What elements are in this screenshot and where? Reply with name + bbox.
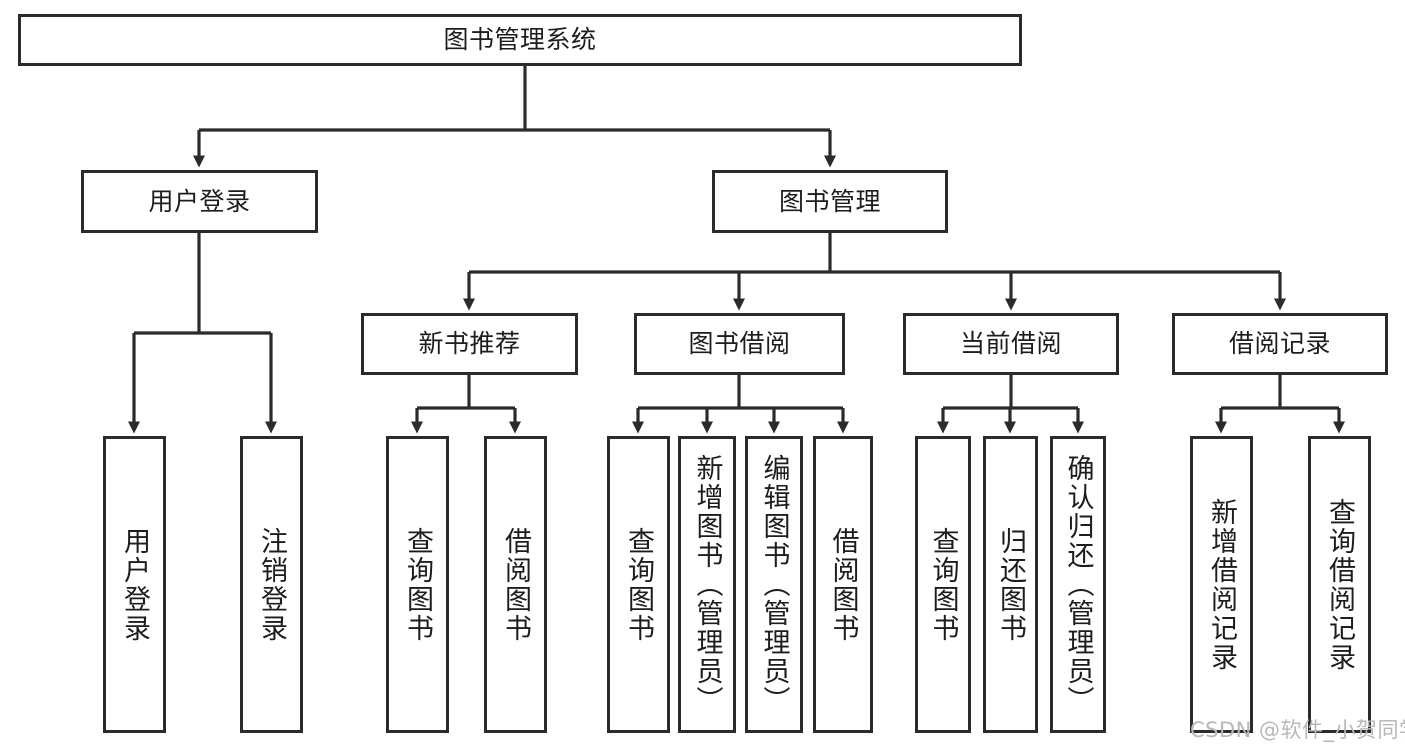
leaf-label: 新增借阅记录 — [1206, 497, 1237, 672]
leaf-node[interactable]: 查询图书 — [386, 436, 449, 733]
leaf-node[interactable]: 借阅图书 — [484, 436, 547, 733]
leaf-node[interactable]: 新增图书（管理员） — [678, 436, 736, 733]
leaf-label: 查询图书 — [927, 526, 959, 643]
leaf-label: 新增图书（管理员） — [691, 454, 723, 715]
leaf-label: 归还图书 — [995, 526, 1026, 643]
level2-label: 图书借阅 — [688, 329, 791, 359]
leaf-label: 确认归还（管理员） — [1062, 454, 1094, 715]
leaf-node[interactable]: 查询图书 — [607, 436, 670, 733]
level2-node[interactable]: 当前借阅 — [903, 313, 1119, 375]
level1-node[interactable]: 用户登录 — [81, 170, 318, 233]
level1-node[interactable]: 图书管理 — [712, 170, 948, 233]
level2-node[interactable]: 新书推荐 — [361, 313, 578, 375]
level1-label: 用户登录 — [148, 186, 251, 216]
leaf-node[interactable]: 新增借阅记录 — [1190, 436, 1253, 733]
leaf-node[interactable]: 注销登录 — [240, 436, 303, 733]
root-node[interactable]: 图书管理系统 — [18, 14, 1022, 66]
level1-label: 图书管理 — [778, 186, 881, 216]
leaf-node[interactable]: 借阅图书 — [813, 436, 873, 733]
level2-node[interactable]: 借阅记录 — [1172, 313, 1388, 375]
leaf-label: 查询图书 — [402, 526, 433, 643]
leaf-node[interactable]: 确认归还（管理员） — [1050, 436, 1106, 733]
leaf-label: 借阅图书 — [500, 526, 531, 643]
level2-label: 新书推荐 — [418, 329, 521, 359]
leaf-label: 用户登录 — [119, 526, 150, 643]
root-label: 图书管理系统 — [443, 25, 597, 55]
level2-label: 当前借阅 — [959, 329, 1062, 359]
leaf-node[interactable]: 编辑图书（管理员） — [745, 436, 803, 733]
leaf-label: 借阅图书 — [827, 526, 859, 643]
leaf-node[interactable]: 用户登录 — [103, 436, 166, 733]
level2-label: 借阅记录 — [1228, 329, 1331, 359]
leaf-node[interactable]: 查询图书 — [915, 436, 971, 733]
leaf-node[interactable]: 查询借阅记录 — [1308, 436, 1371, 733]
leaf-label: 注销登录 — [256, 526, 287, 643]
leaf-label: 查询图书 — [623, 526, 654, 643]
leaf-node[interactable]: 归还图书 — [983, 436, 1038, 733]
leaf-label: 查询借阅记录 — [1324, 497, 1355, 672]
level2-node[interactable]: 图书借阅 — [634, 313, 845, 375]
leaf-label: 编辑图书（管理员） — [758, 454, 790, 715]
